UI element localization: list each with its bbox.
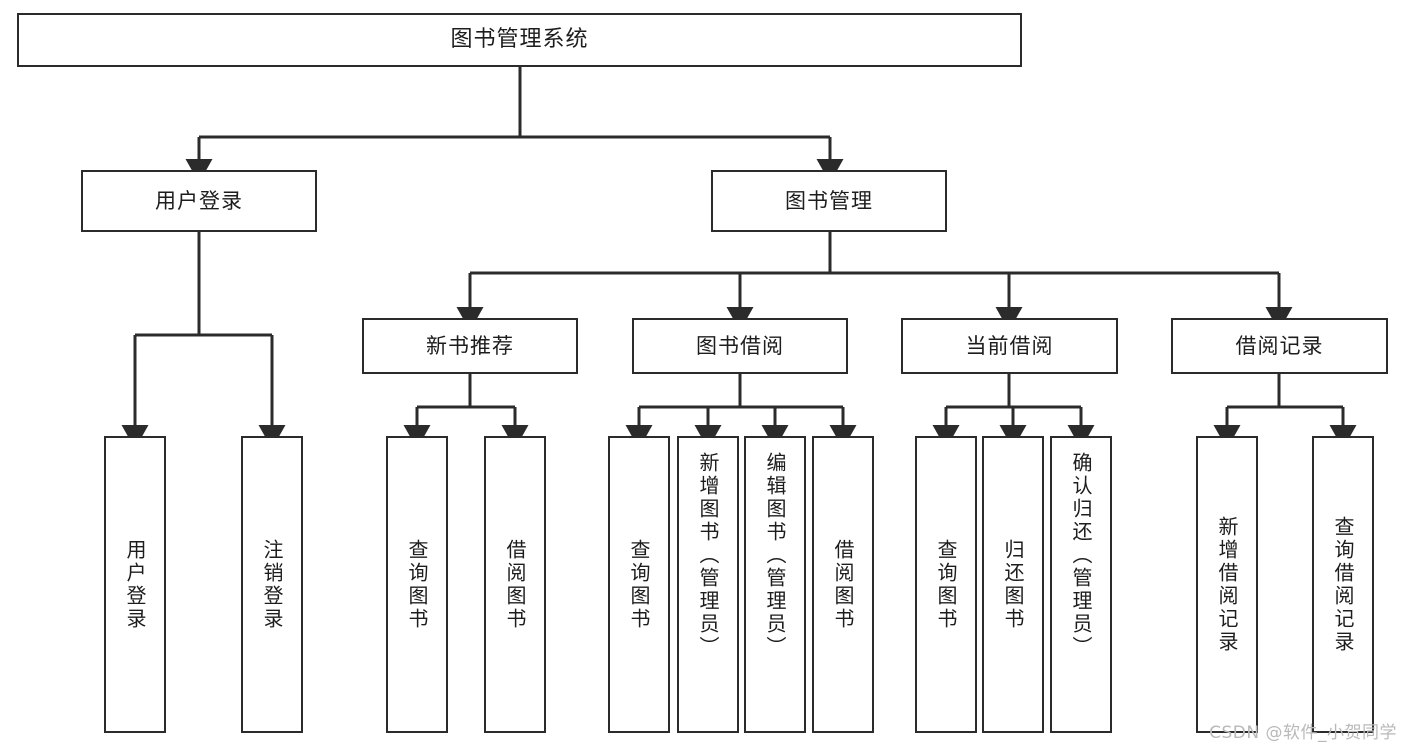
node-leaf-add-record[interactable]: 新增借阅记录 [1196, 436, 1258, 733]
node-leaf-query-record[interactable]: 查询借阅记录 [1312, 436, 1374, 733]
node-leaf-edit-book[interactable]: 编辑图书（管理员） [744, 436, 806, 733]
node-leaf-query-book-1-label: 查询图书 [405, 538, 429, 631]
node-leaf-return-book-label: 归还图书 [1001, 538, 1025, 631]
node-leaf-confirm-return-label: 确认归还（管理员） [1069, 452, 1093, 659]
node-leaf-query-record-label: 查询借阅记录 [1331, 515, 1355, 654]
node-leaf-return-book[interactable]: 归还图书 [982, 436, 1044, 733]
node-root[interactable]: 图书管理系统 [17, 13, 1022, 67]
node-borrow-record-label: 借阅记录 [1235, 333, 1324, 358]
node-leaf-query-book-2-label: 查询图书 [627, 538, 651, 631]
node-leaf-user-login[interactable]: 用户登录 [104, 436, 166, 733]
node-new-book-recommend[interactable]: 新书推荐 [362, 318, 578, 374]
node-new-book-recommend-label: 新书推荐 [426, 333, 514, 358]
node-leaf-add-book[interactable]: 新增图书（管理员） [677, 436, 739, 733]
node-book-borrow-label: 图书借阅 [696, 333, 784, 358]
node-leaf-user-logout[interactable]: 注销登录 [241, 436, 303, 733]
node-current-borrow-label: 当前借阅 [965, 333, 1054, 358]
node-leaf-add-book-label: 新增图书（管理员） [696, 452, 720, 659]
node-root-label: 图书管理系统 [450, 27, 589, 53]
node-leaf-query-book-1[interactable]: 查询图书 [386, 436, 448, 733]
node-user-login[interactable]: 用户登录 [81, 170, 317, 232]
node-user-login-label: 用户登录 [155, 188, 243, 213]
node-leaf-user-logout-label: 注销登录 [260, 538, 284, 631]
node-book-borrow[interactable]: 图书借阅 [632, 318, 848, 374]
node-book-manage-label: 图书管理 [785, 188, 873, 213]
node-leaf-borrow-book-1[interactable]: 借阅图书 [484, 436, 546, 733]
node-leaf-edit-book-label: 编辑图书（管理员） [763, 452, 787, 659]
node-borrow-record[interactable]: 借阅记录 [1171, 318, 1388, 374]
watermark-text: CSDN @软件_小贺同学 [1209, 723, 1397, 743]
node-leaf-confirm-return[interactable]: 确认归还（管理员） [1050, 436, 1112, 733]
node-leaf-add-record-label: 新增借阅记录 [1215, 515, 1239, 654]
node-leaf-query-book-2[interactable]: 查询图书 [608, 436, 670, 733]
node-book-manage[interactable]: 图书管理 [711, 170, 947, 232]
node-leaf-borrow-book-2[interactable]: 借阅图书 [812, 436, 874, 733]
node-current-borrow[interactable]: 当前借阅 [901, 318, 1118, 374]
node-leaf-borrow-book-2-label: 借阅图书 [831, 538, 855, 631]
node-leaf-borrow-book-1-label: 借阅图书 [503, 538, 527, 631]
node-leaf-query-book-3[interactable]: 查询图书 [915, 436, 977, 733]
node-leaf-user-login-label: 用户登录 [123, 538, 147, 631]
node-leaf-query-book-3-label: 查询图书 [934, 538, 958, 631]
